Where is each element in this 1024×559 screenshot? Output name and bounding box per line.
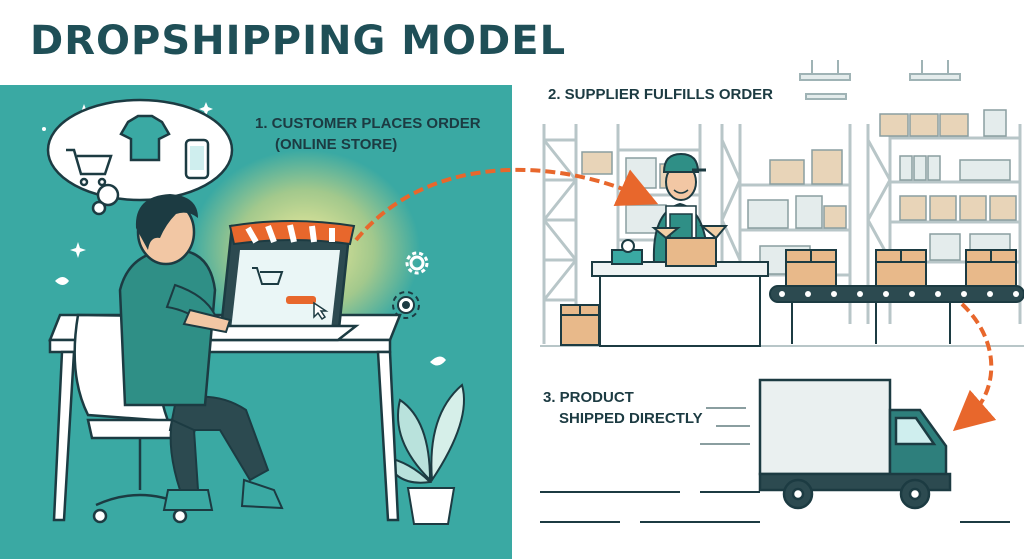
floor-box bbox=[560, 304, 600, 346]
step-3-line-2: SHIPPED DIRECTLY bbox=[559, 410, 703, 427]
leaf-icon bbox=[55, 277, 446, 366]
step-3-label: 3. PRODUCT SHIPPED DIRECTLY bbox=[543, 387, 703, 429]
laptop bbox=[174, 220, 360, 342]
supplier-worker bbox=[651, 152, 729, 267]
step-2-label: 2. SUPPLIER FULFILLS ORDER bbox=[548, 84, 773, 105]
cart-icon bbox=[252, 267, 284, 285]
step-1-line-1: 1. CUSTOMER PLACES ORDER bbox=[255, 115, 481, 132]
step-1-label: 1. CUSTOMER PLACES ORDER (ONLINE STORE) bbox=[255, 113, 481, 155]
warehouse-panel bbox=[512, 60, 1024, 360]
conveyor-belt bbox=[769, 249, 1024, 344]
step-3-line-1: 3. PRODUCT bbox=[543, 389, 634, 406]
gear-icon bbox=[392, 291, 420, 319]
buy-button bbox=[286, 296, 316, 304]
thought-bubble bbox=[46, 98, 234, 216]
customer-panel bbox=[0, 85, 512, 559]
delivery-truck bbox=[758, 378, 952, 510]
packing-counter bbox=[591, 239, 769, 347]
cart-icon bbox=[66, 148, 113, 187]
arrow-order-to-supplier bbox=[354, 167, 659, 242]
tshirt-icon bbox=[119, 114, 171, 162]
step-2-line-1: 2. SUPPLIER FULFILLS ORDER bbox=[548, 86, 774, 103]
customer-person bbox=[118, 194, 284, 511]
arrow-supplier-to-truck bbox=[952, 302, 997, 432]
potted-plant bbox=[383, 383, 465, 525]
ceiling-lights bbox=[799, 60, 961, 100]
shipping-panel bbox=[540, 378, 1010, 523]
gear-icon bbox=[405, 251, 429, 275]
step-1-line-2: (ONLINE STORE) bbox=[275, 136, 398, 153]
diagram-title: DROPSHIPPING MODEL bbox=[30, 18, 567, 64]
phone-icon bbox=[184, 138, 210, 180]
tape-dispenser-icon bbox=[611, 239, 643, 265]
speed-lines bbox=[700, 407, 750, 445]
open-box bbox=[651, 225, 729, 267]
road bbox=[540, 491, 1010, 523]
flow-arrows bbox=[354, 167, 997, 432]
cursor-icon bbox=[313, 301, 329, 321]
